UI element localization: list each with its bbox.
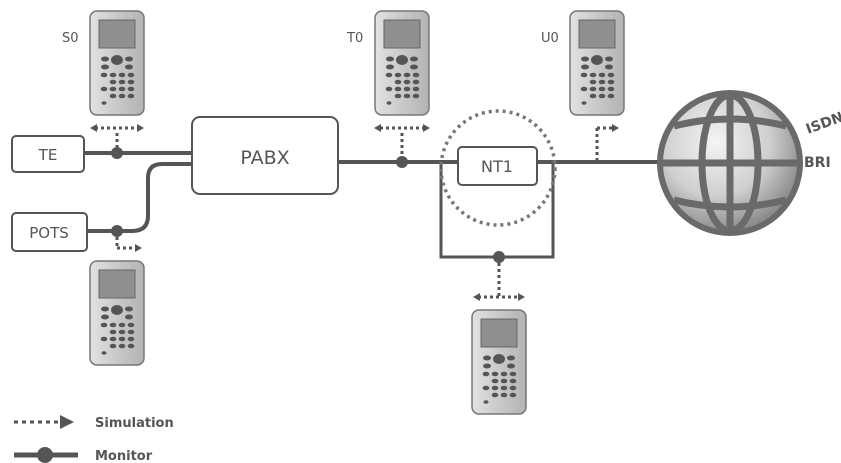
nt1-label: NT1 bbox=[481, 157, 513, 176]
simulation-arrowheads bbox=[90, 124, 619, 301]
tester-device-s0[interactable] bbox=[89, 10, 145, 116]
legend-simulation-label: Simulation bbox=[95, 416, 174, 431]
nt1-test-zone bbox=[439, 109, 557, 227]
globe-icon bbox=[657, 90, 803, 236]
nt1-node[interactable]: NT1 bbox=[457, 146, 538, 186]
simulation-links bbox=[95, 126, 613, 299]
legend-monitor-label: Monitor bbox=[95, 449, 153, 463]
tester-device-nt1[interactable] bbox=[471, 309, 527, 415]
te-label: TE bbox=[38, 146, 58, 164]
tester-device-t0[interactable] bbox=[374, 10, 430, 116]
legend-monitor-symbol bbox=[14, 447, 78, 463]
legend: Simulation Monitor bbox=[14, 415, 174, 463]
pabx-label: PABX bbox=[240, 147, 289, 169]
bri-label: BRI bbox=[804, 155, 831, 171]
pots-node[interactable]: POTS bbox=[11, 212, 88, 252]
pots-label: POTS bbox=[29, 224, 69, 242]
tester-device-pots[interactable] bbox=[89, 260, 145, 366]
te-node[interactable]: TE bbox=[11, 135, 85, 173]
interface-t0-label: T0 bbox=[346, 31, 363, 46]
tester-device-u0[interactable] bbox=[569, 10, 625, 116]
interface-u0-label: U0 bbox=[541, 31, 559, 46]
interface-s0-label: S0 bbox=[62, 31, 79, 46]
isdn-label: ISDN bbox=[804, 110, 841, 138]
pabx-node[interactable]: PABX bbox=[191, 116, 339, 195]
legend-simulation-symbol bbox=[14, 415, 74, 429]
connection-lines bbox=[84, 151, 662, 233]
